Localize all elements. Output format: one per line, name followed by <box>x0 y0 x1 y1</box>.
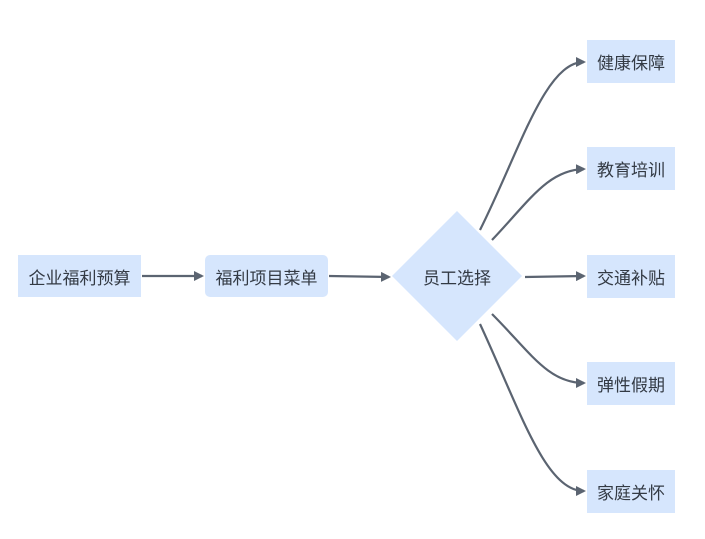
node-budget: 企业福利预算 <box>18 255 141 297</box>
node-education-label: 教育培训 <box>597 161 665 181</box>
node-leave-label: 弹性假期 <box>597 376 665 396</box>
node-family: 家庭关怀 <box>587 470 675 513</box>
edge-choice-to-education <box>491 164 586 241</box>
choice-diamond <box>392 211 522 341</box>
edge-choice-to-health <box>479 57 586 231</box>
edge-choice-to-family <box>479 323 586 496</box>
edge-menu-to-choice <box>328 271 391 282</box>
edge-choice-to-leave <box>491 313 586 388</box>
edge-choice-to-transport <box>524 271 586 282</box>
node-menu: 福利项目菜单 <box>205 255 328 297</box>
node-leave: 弹性假期 <box>587 362 675 405</box>
node-transport-label: 交通补贴 <box>597 269 665 289</box>
node-health: 健康保障 <box>587 40 675 83</box>
node-family-label: 家庭关怀 <box>597 484 665 504</box>
node-transport: 交通补贴 <box>587 255 675 298</box>
node-budget-label: 企业福利预算 <box>28 268 131 289</box>
node-health-label: 健康保障 <box>597 54 665 74</box>
node-education: 教育培训 <box>587 147 675 190</box>
node-choice-label: 员工选择 <box>423 268 491 289</box>
node-menu-label: 福利项目菜单 <box>215 268 318 289</box>
